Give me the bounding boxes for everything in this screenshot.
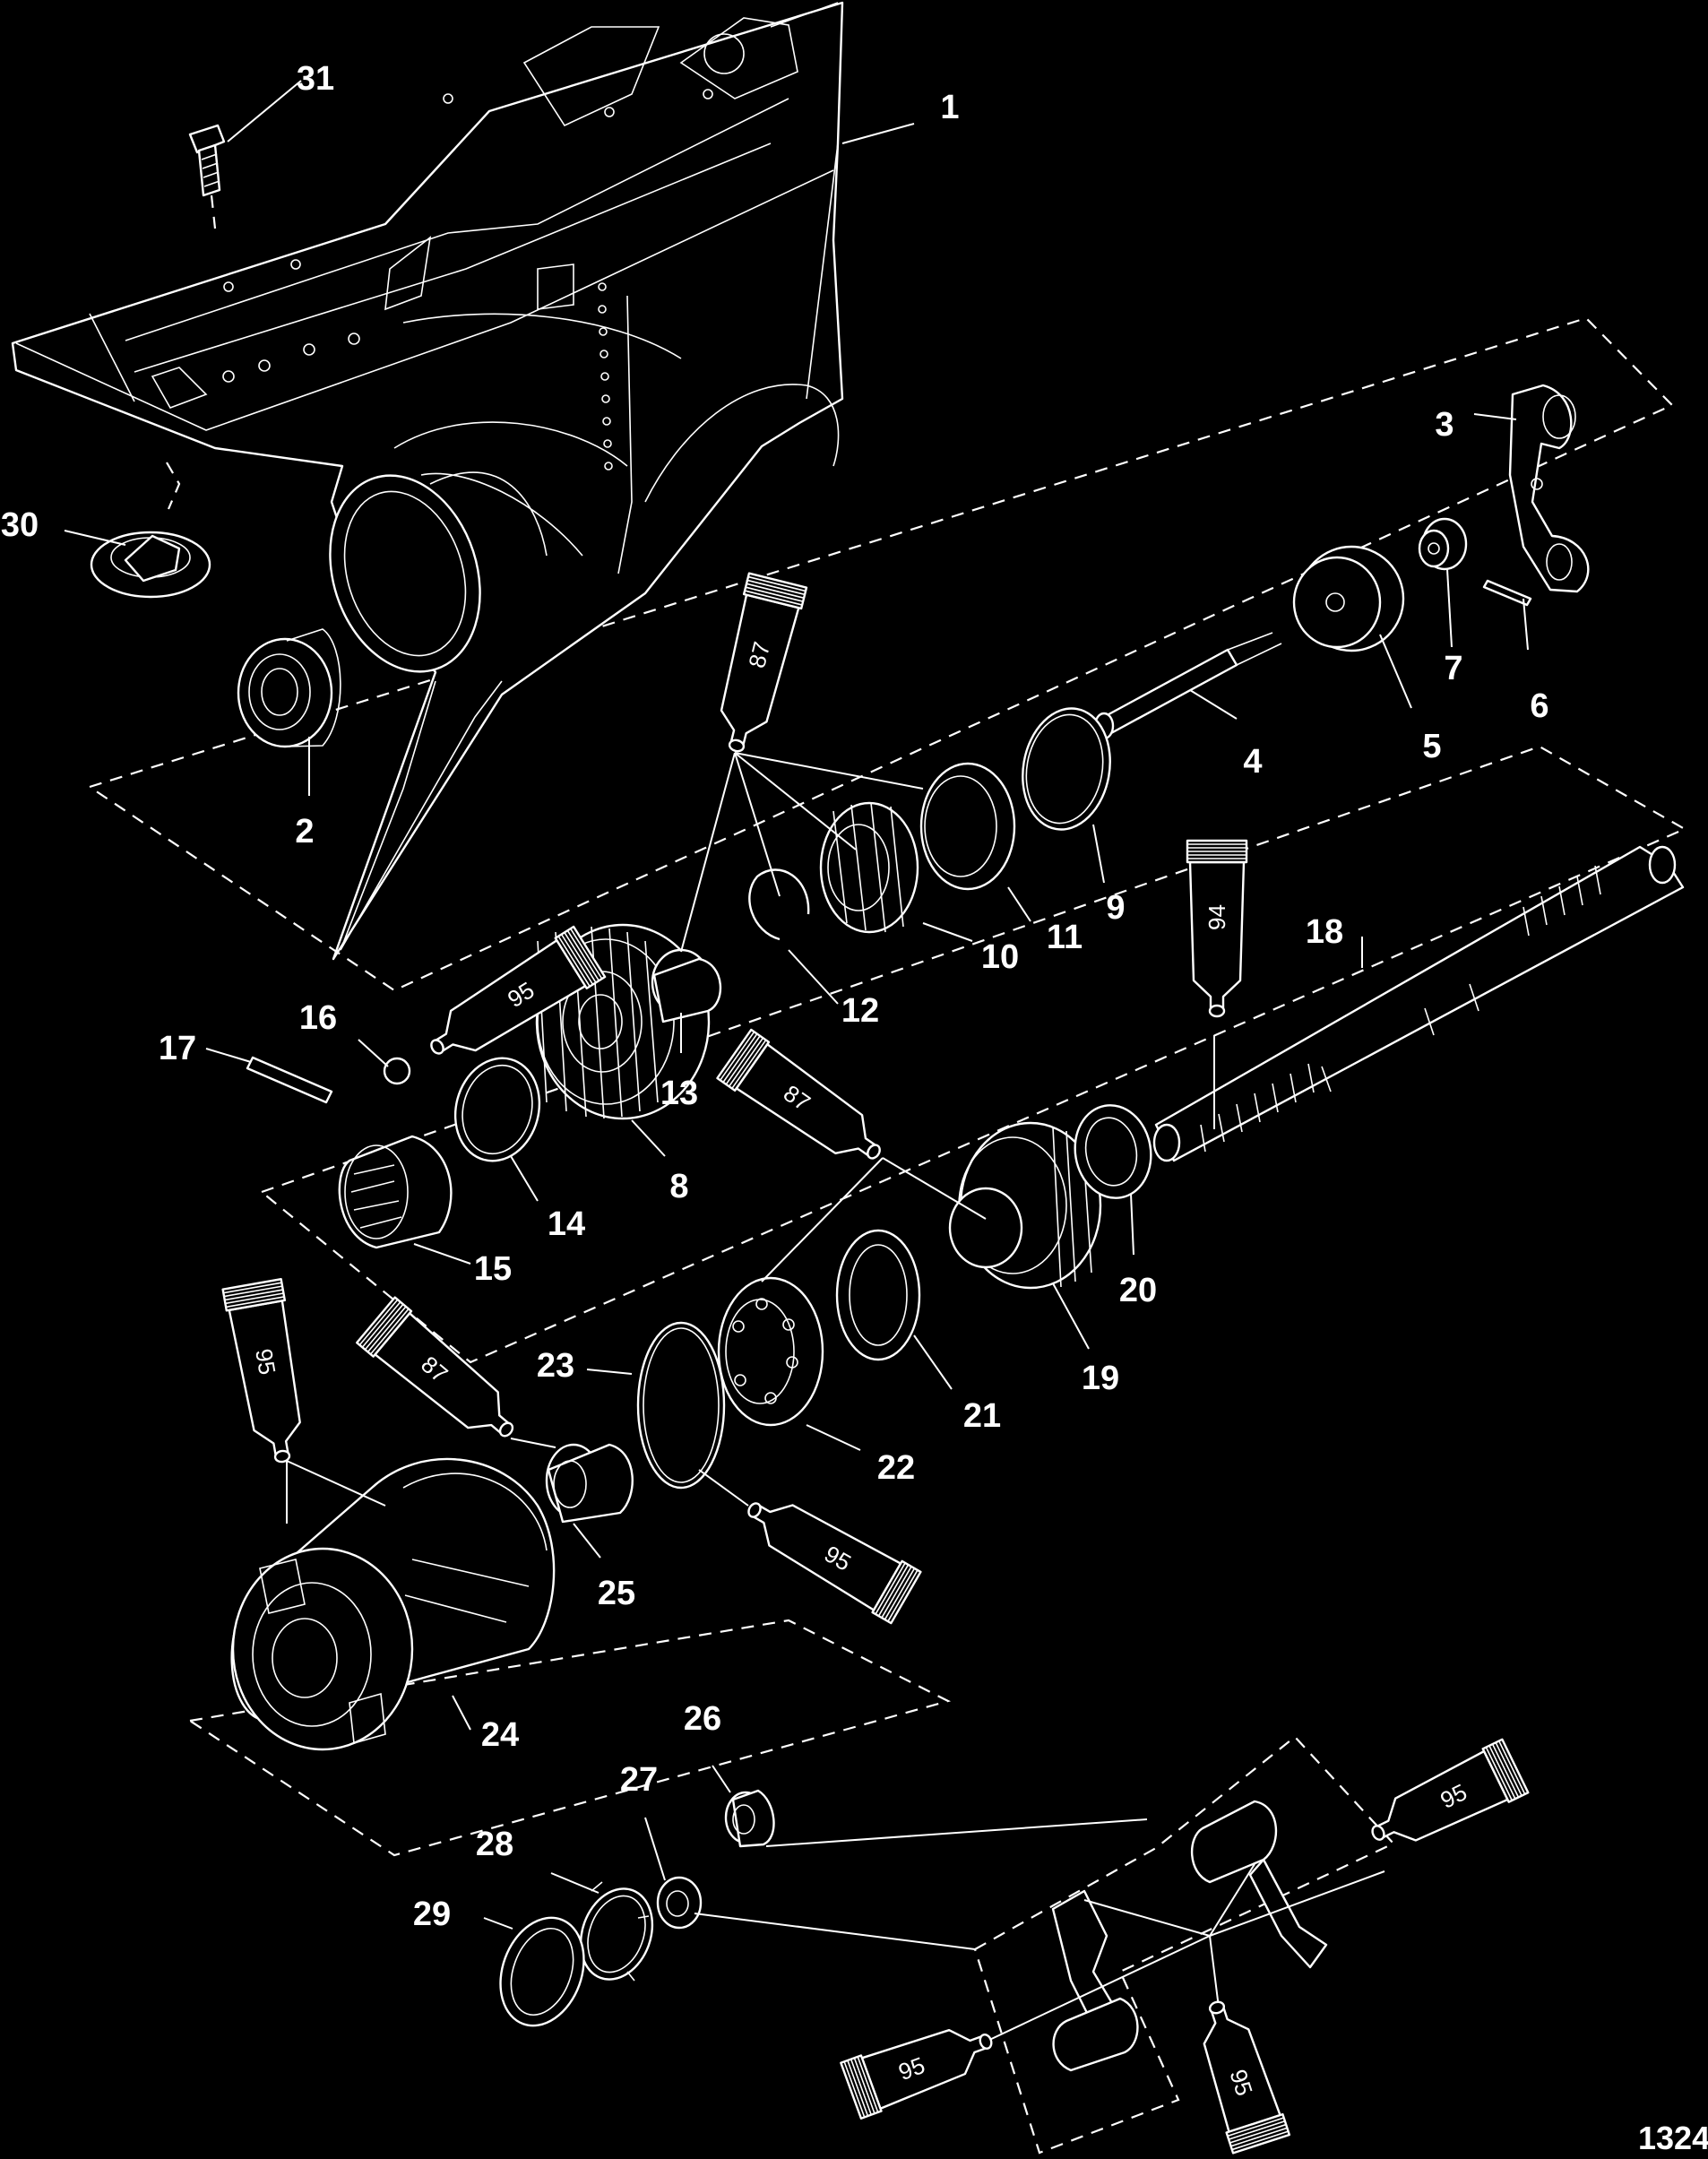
lubricant-tube-87: 87 bbox=[720, 572, 808, 753]
ring-14 bbox=[453, 1057, 541, 1162]
spanner-nut-29 bbox=[499, 1916, 585, 2027]
roller-bearing-13 bbox=[651, 948, 721, 1023]
tube-label: 87 bbox=[743, 639, 775, 670]
callout-6: 6 bbox=[1530, 687, 1548, 725]
callout-17: 17 bbox=[159, 1030, 196, 1067]
lubricant-tube-94: 94 bbox=[1186, 839, 1248, 1018]
reverse-gear-19 bbox=[948, 1121, 1102, 1290]
clutch-spool-7 bbox=[1418, 517, 1468, 571]
callout-11: 11 bbox=[1047, 919, 1083, 956]
leader-lines bbox=[64, 80, 1529, 2042]
bearing-race-11 bbox=[919, 762, 1016, 891]
bolt-31 bbox=[188, 124, 226, 229]
anode-30 bbox=[90, 462, 211, 599]
lubricant-tube-87: 87 bbox=[356, 1296, 514, 1438]
thrust-washer-20 bbox=[1074, 1104, 1152, 1199]
o-ring-9 bbox=[1022, 707, 1111, 831]
lubricant-tube-95: 95 bbox=[221, 1278, 301, 1464]
cam-follower-5 bbox=[1292, 545, 1405, 652]
propeller-shaft-18 bbox=[1152, 845, 1685, 1162]
clutch-15 bbox=[338, 1135, 453, 1249]
callout-31: 31 bbox=[297, 60, 334, 98]
callout-12: 12 bbox=[841, 992, 879, 1030]
o-ring-23 bbox=[636, 1321, 726, 1490]
callout-3: 3 bbox=[1435, 406, 1454, 444]
callout-20: 20 bbox=[1119, 1272, 1157, 1309]
shift-shaft-4 bbox=[1093, 632, 1282, 740]
callout-27: 27 bbox=[620, 1761, 658, 1799]
callout-9: 9 bbox=[1106, 889, 1125, 927]
callout-10: 10 bbox=[981, 938, 1019, 976]
callout-5: 5 bbox=[1422, 728, 1441, 765]
lubricant-tube-95: 95 bbox=[840, 2028, 993, 2120]
lubricant-tube-87: 87 bbox=[716, 1028, 881, 1160]
callout-29: 29 bbox=[413, 1896, 451, 1933]
callout-8: 8 bbox=[669, 1168, 688, 1205]
callout-26: 26 bbox=[684, 1700, 721, 1738]
callout-22: 22 bbox=[877, 1449, 915, 1487]
callout-7: 7 bbox=[1444, 650, 1462, 687]
callout-25: 25 bbox=[598, 1575, 635, 1612]
tab-washer-28 bbox=[579, 1881, 654, 1982]
gear-housing bbox=[11, 1, 844, 961]
gear-housing-body bbox=[11, 1, 844, 961]
lubricant-tube-95: 95 bbox=[1371, 1738, 1530, 1842]
shift-detail-parts bbox=[1051, 1800, 1328, 2072]
lubricant-tube-95: 95 bbox=[747, 1502, 922, 1625]
tube-label: 95 bbox=[250, 1347, 281, 1377]
callout-13: 13 bbox=[660, 1075, 698, 1112]
callout-2: 2 bbox=[295, 813, 314, 851]
tube-label: 94 bbox=[1203, 904, 1230, 930]
needle-bearing-25 bbox=[545, 1443, 634, 1524]
bearing-carrier-outline bbox=[187, 1619, 952, 1857]
seal-26 bbox=[724, 1789, 775, 1848]
callout-14: 14 bbox=[548, 1205, 585, 1243]
retaining-ring-12 bbox=[748, 868, 810, 941]
callout-4: 4 bbox=[1243, 743, 1262, 781]
callout-18: 18 bbox=[1306, 913, 1343, 951]
shift-yoke-3 bbox=[1508, 384, 1590, 593]
callout-15: 15 bbox=[474, 1250, 512, 1288]
tapered-bearing-10 bbox=[819, 801, 919, 934]
callout-30: 30 bbox=[1, 506, 39, 544]
callout-19: 19 bbox=[1082, 1360, 1119, 1397]
shift-detail-outline bbox=[973, 1735, 1395, 2155]
figure-code: 1324 bbox=[1638, 2120, 1708, 2156]
callout-23: 23 bbox=[537, 1347, 574, 1385]
callout-28: 28 bbox=[476, 1826, 513, 1863]
bearing-carrier-24 bbox=[230, 1457, 556, 1751]
spacer-16 bbox=[383, 1057, 411, 1085]
callout-1: 1 bbox=[940, 89, 959, 126]
oil-seal-2 bbox=[237, 628, 341, 748]
ball-bearing-22 bbox=[717, 1276, 824, 1427]
callout-21: 21 bbox=[963, 1397, 1001, 1435]
lubricant-tube-95: 95 bbox=[430, 925, 607, 1055]
lubricant-tube-95: 95 bbox=[1203, 2000, 1291, 2155]
cross-pin-17 bbox=[246, 1056, 333, 1104]
pin-6 bbox=[1482, 579, 1532, 607]
callout-24: 24 bbox=[481, 1716, 519, 1754]
seal-27 bbox=[656, 1876, 703, 1930]
washer-21 bbox=[835, 1229, 921, 1361]
callout-16: 16 bbox=[299, 999, 337, 1037]
